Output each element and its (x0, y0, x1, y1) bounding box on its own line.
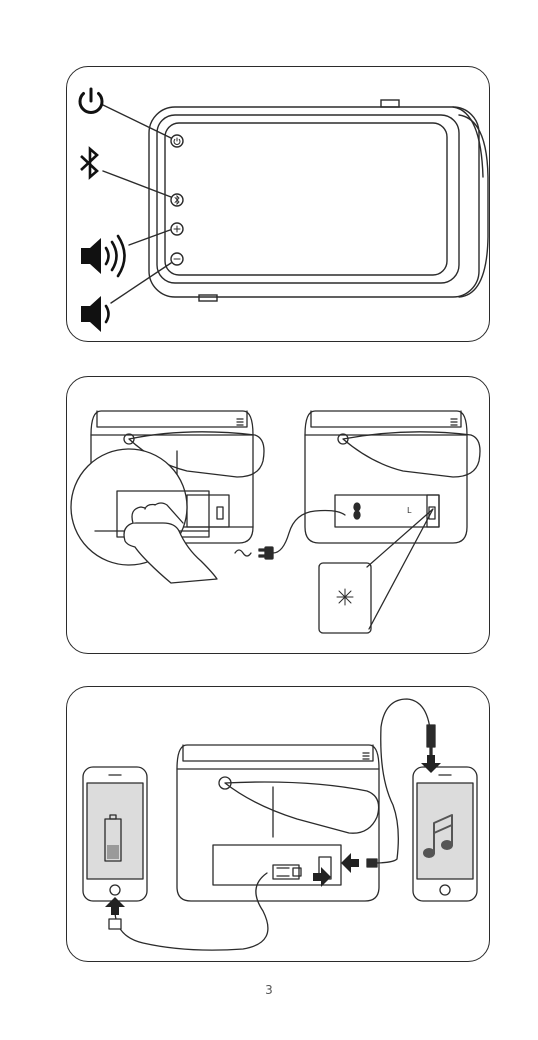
volume-down-icon (81, 296, 110, 332)
speaker-front-right (304, 410, 481, 544)
phone-right (412, 766, 478, 902)
volume-up-icon (81, 234, 126, 278)
arrow-icon (105, 755, 441, 915)
phone-left (82, 766, 148, 902)
led-callout-box (318, 562, 372, 634)
power-connection-illustration: L (70, 410, 481, 634)
speaker-power-button (170, 134, 184, 148)
device-connection-illustration (82, 698, 478, 951)
speaker-bluetooth-button (170, 193, 184, 207)
power-plug-icon (258, 546, 274, 560)
speaker-volume-up-button (170, 222, 184, 236)
speaker-front-center (176, 744, 380, 902)
ac-symbol-icon (234, 549, 252, 557)
usb-cable (114, 872, 269, 951)
hand-icon (123, 502, 218, 584)
battery-icon (104, 814, 122, 862)
power-socket-plug (353, 502, 361, 520)
speaker-top-view (148, 99, 489, 302)
audio-cable (372, 698, 432, 864)
bluetooth-icon (80, 146, 99, 180)
power-icon (78, 87, 104, 115)
power-cord (272, 509, 346, 554)
page-number: 3 (265, 983, 273, 997)
port-label: L (407, 506, 412, 515)
music-notes-icon (423, 814, 453, 858)
usb-plug-icon (108, 864, 302, 930)
speaker-top-illustration (78, 87, 489, 332)
led-indicator-icon (336, 588, 354, 606)
figure-buttons-panel (66, 66, 490, 342)
figure-connect-panel (66, 686, 490, 962)
figure-power-panel: L (66, 376, 490, 654)
audio-jack-icon (366, 724, 436, 868)
callout-lines (366, 508, 434, 630)
speaker-volume-down-button (170, 252, 184, 266)
